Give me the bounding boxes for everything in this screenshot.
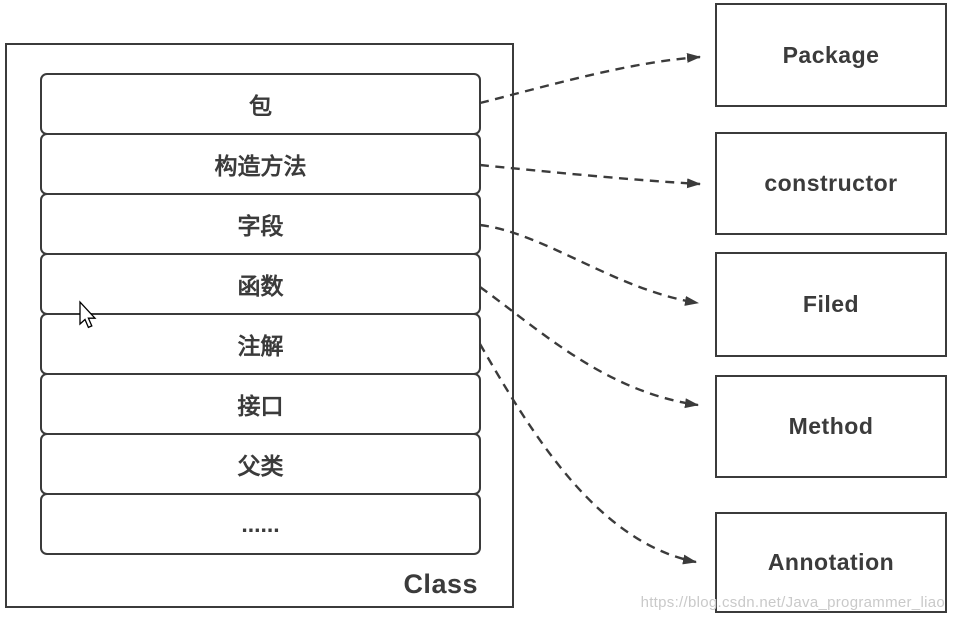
member-row-superclass: 父类: [40, 433, 481, 495]
member-row-constructor: 构造方法: [40, 133, 481, 195]
target-label-method: Method: [788, 413, 874, 439]
target-box-method: Method: [715, 375, 947, 478]
target-box-constructor: constructor: [715, 132, 947, 235]
member-label-package: 包: [249, 93, 272, 119]
target-label-constructor: constructor: [764, 170, 898, 196]
member-row-field: 字段: [40, 193, 481, 255]
target-box-annotation: Annotation: [715, 512, 947, 613]
member-row-ellipsis: ......: [40, 493, 481, 555]
member-label-field: 字段: [237, 213, 284, 239]
target-label-package: Package: [782, 41, 880, 68]
member-row-package: 包: [40, 73, 481, 135]
target-label-annotation: Annotation: [767, 549, 895, 575]
member-label-ellipsis: ......: [241, 510, 280, 537]
member-label-method: 函数: [237, 273, 284, 299]
class-label: Class: [403, 569, 478, 599]
target-label-filed: Filed: [802, 291, 860, 317]
class-member-stack: 包 构造方法 字段 函数 注解 接口 父类 ......: [40, 73, 481, 555]
target-box-package: Package: [715, 3, 947, 107]
member-label-annotation: 注解: [237, 333, 284, 359]
member-label-interface: 接口: [237, 393, 284, 419]
member-label-constructor: 构造方法: [214, 153, 307, 179]
member-row-interface: 接口: [40, 373, 481, 435]
watermark-url: https://blog.csdn.net/Java_programmer_li…: [640, 594, 945, 611]
member-row-method: 函数: [40, 253, 481, 315]
target-box-filed: Filed: [715, 252, 947, 357]
class-outer-box: 包 构造方法 字段 函数 注解 接口 父类 ...... Class: [5, 43, 514, 608]
member-row-annotation: 注解: [40, 313, 481, 375]
member-label-superclass: 父类: [237, 453, 284, 479]
